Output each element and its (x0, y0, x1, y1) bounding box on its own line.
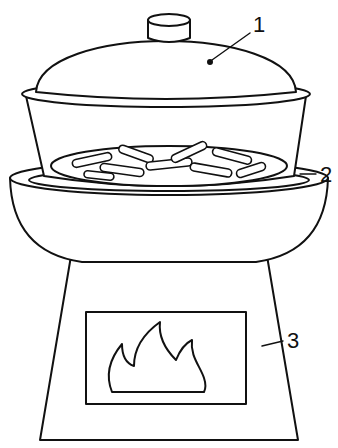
pot-body (26, 96, 306, 186)
lid-knob-top (148, 14, 190, 26)
lid-hole (208, 60, 212, 64)
callout-number: 2 (320, 164, 332, 186)
lid-dome (36, 41, 296, 99)
food-surface (51, 146, 287, 186)
stove-stand (40, 250, 298, 440)
stove-window (86, 312, 246, 404)
food (72, 140, 267, 180)
leader-line (262, 341, 283, 346)
leader-line (212, 33, 250, 60)
flame (109, 322, 206, 392)
callout-number: 1 (253, 14, 265, 36)
leader-line (300, 173, 316, 174)
callout-number: 3 (287, 330, 299, 352)
